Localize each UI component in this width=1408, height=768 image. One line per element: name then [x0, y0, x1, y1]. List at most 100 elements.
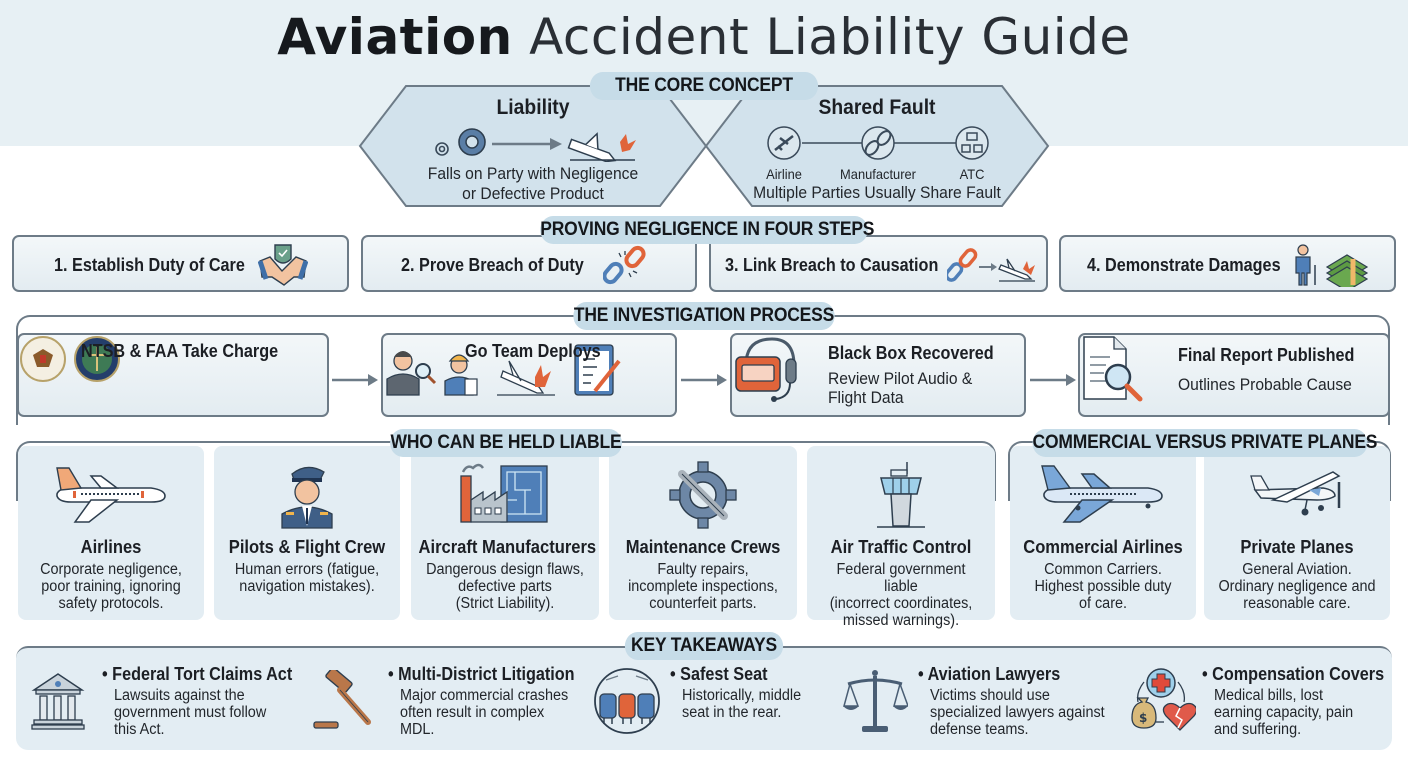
- desc-line: Lawsuits against the: [114, 687, 245, 704]
- liability-hexagon: Liability Falls on Party with Negligence…: [358, 84, 708, 208]
- stage-title: Go Team Deploys: [465, 341, 601, 361]
- desc-line: Faulty repairs,: [657, 561, 749, 578]
- desc-line: of care.: [1078, 595, 1128, 612]
- medical-money-heart-icon: $: [1131, 668, 1196, 731]
- desc-line: defective parts: [458, 578, 552, 595]
- card-title: Pilots & Flight Crew: [228, 537, 386, 557]
- step-label: 3. Link Breach to Causation: [725, 255, 939, 275]
- takeaway-title: • Compensation Covers: [1202, 664, 1385, 684]
- desc-line: missed warnings).: [842, 612, 960, 629]
- desc-line: Common Carriers.: [1044, 561, 1162, 578]
- desc-line: specialized lawyers against: [930, 704, 1105, 721]
- key-takeaways-panel: [16, 646, 1392, 750]
- investigation-stage-2: Go Team Deploys: [381, 333, 677, 417]
- desc-line: defense teams.: [930, 721, 1029, 738]
- takeaway-title: • Multi-District Litigation: [388, 664, 575, 684]
- card-desc: General Aviation.Ordinary negligence and…: [1211, 561, 1384, 612]
- negligence-step-2: 2. Prove Breach of Duty: [361, 235, 697, 292]
- svg-text:$: $: [1139, 711, 1147, 725]
- page-title: Aviation Accident Liability Guide: [0, 8, 1408, 66]
- desc-line: reasonable care.: [1243, 595, 1351, 612]
- stage-desc-1: Outlines Probable Cause: [1178, 375, 1352, 394]
- desc-line: incomplete inspections,: [628, 578, 778, 595]
- desc-line: navigation mistakes).: [239, 578, 375, 595]
- desc-line: Human errors (fatigue,: [234, 561, 380, 578]
- card-title: Private Planes: [1240, 537, 1354, 557]
- commercial-jet-icon: [1041, 465, 1163, 523]
- section-heading-core-concept: THE CORE CONCEPT: [589, 72, 819, 100]
- arrow-right-icon: [332, 374, 378, 386]
- liability-title: Liability: [496, 96, 570, 119]
- party-manufacturer: Manufacturer: [840, 166, 916, 182]
- desc-line: Victims should use: [930, 687, 1050, 704]
- desc-line: MDL.: [400, 721, 435, 738]
- pilot-icon: [281, 466, 333, 529]
- card-title: Air Traffic Control: [830, 537, 972, 557]
- liable-card-maintenance: Maintenance Crews Faulty repairs,incompl…: [609, 446, 797, 620]
- liability-desc-1: Falls on Party with Negligence: [427, 164, 639, 183]
- investigation-stage-1: NTSB & FAA Take Charge: [17, 333, 329, 417]
- parties-connector: [767, 126, 989, 160]
- stage-desc-2: Flight Data: [828, 388, 904, 407]
- desc-line: General Aviation.: [1242, 561, 1352, 578]
- control-tower-icon: [877, 462, 925, 528]
- title-bold: Aviation: [277, 8, 513, 66]
- step-label: 2. Prove Breach of Duty: [401, 255, 584, 275]
- party-airline: Airline: [766, 166, 802, 182]
- report-magnifier-icon: [1083, 336, 1143, 402]
- title-rest: Accident Liability Guide: [529, 8, 1131, 66]
- shared-fault-caption: Multiple Parties Usually Share Fault: [753, 183, 1001, 202]
- shared-fault-title: Shared Fault: [818, 96, 936, 119]
- small-plane-icon: [1250, 471, 1341, 516]
- desc-line: Corporate negligence,: [40, 561, 182, 578]
- investigation-stage-3: Black Box Recovered Review Pilot Audio &…: [730, 333, 1026, 417]
- negligence-step-3: 3. Link Breach to Causation: [709, 235, 1048, 292]
- desc-line: Federal government liable: [836, 561, 966, 595]
- takeaway-title: • Safest Seat: [670, 664, 768, 684]
- factory-blueprint-icon: [460, 463, 548, 523]
- shared-fault-hexagon: Shared Fault Airline Manufacturer ATC Mu…: [704, 84, 1050, 208]
- handshake-shield-icon: [258, 244, 308, 286]
- stage-title: Black Box Recovered: [828, 343, 994, 363]
- party-atc: ATC: [959, 166, 985, 182]
- arrow-right-icon: [681, 374, 727, 386]
- plane-type-commercial: Commercial Airlines Common Carriers.High…: [1010, 446, 1196, 620]
- desc-line: (incorrect coordinates,: [829, 595, 973, 612]
- gavel-icon: [313, 670, 371, 729]
- desc-line: safety protocols.: [58, 595, 164, 612]
- black-box-headset-icon: [735, 337, 797, 402]
- desc-line: and suffering.: [1214, 721, 1302, 738]
- card-desc: Federal government liable(incorrect coor…: [814, 561, 989, 629]
- negligence-step-1: 1. Establish Duty of Care: [12, 235, 349, 292]
- step-label: 1. Establish Duty of Care: [54, 255, 245, 275]
- card-desc: Human errors (fatigue,navigation mistake…: [221, 561, 394, 595]
- desc-line: counterfeit parts.: [649, 595, 757, 612]
- takeaway-title: • Federal Tort Claims Act: [102, 664, 293, 684]
- network-icon: [955, 126, 989, 160]
- desc-line: Highest possible duty: [1034, 578, 1172, 595]
- desc-line: Major commercial crashes: [400, 687, 569, 704]
- desc-line: Medical bills, lost: [1214, 687, 1323, 704]
- stage-title: NTSB & FAA Take Charge: [81, 341, 279, 361]
- stage-title: Final Report Published: [1178, 345, 1355, 365]
- wrench-gear-icon: [669, 461, 737, 529]
- arrow-right-icon: [1030, 374, 1076, 386]
- airliner-icon: [56, 467, 166, 523]
- courthouse-icon: [31, 673, 85, 730]
- desc-line: Dangerous design flaws,: [426, 561, 584, 578]
- desc-line: government must follow: [114, 704, 267, 721]
- desc-line: earning capacity, pain: [1214, 704, 1354, 721]
- negligence-step-4: 4. Demonstrate Damages: [1059, 235, 1396, 292]
- liable-card-manufacturers: Aircraft Manufacturers Dangerous design …: [411, 446, 599, 620]
- desc-line: seat in the rear.: [682, 704, 782, 721]
- plane-type-private: Private Planes General Aviation.Ordinary…: [1204, 446, 1390, 620]
- section-heading-investigation: THE INVESTIGATION PROCESS: [573, 302, 835, 330]
- card-desc: Faulty repairs,incomplete inspections,co…: [616, 561, 791, 612]
- card-desc: Dangerous design flaws,defective parts(S…: [418, 561, 593, 612]
- card-title: Aircraft Manufacturers: [418, 537, 597, 557]
- liable-card-atc: Air Traffic Control Federal government l…: [807, 446, 995, 629]
